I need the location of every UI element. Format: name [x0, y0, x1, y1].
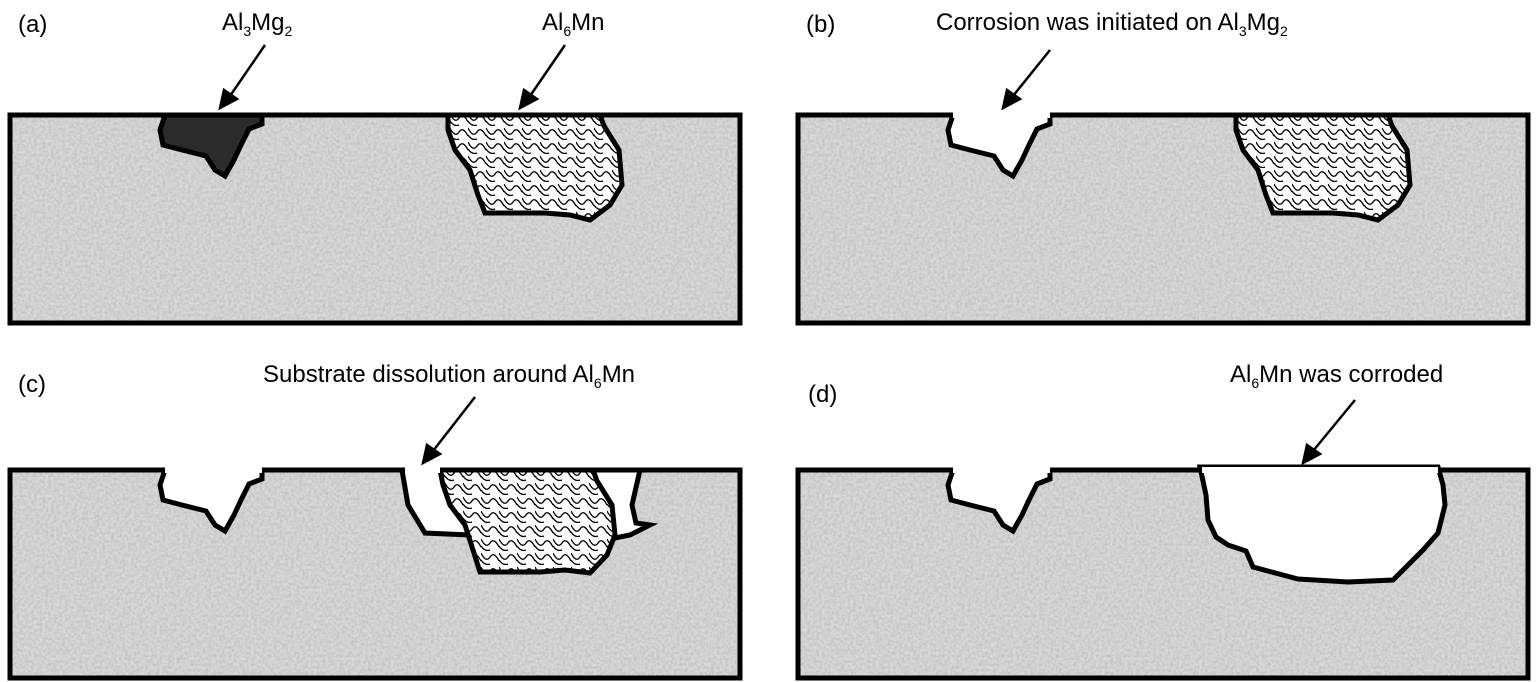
- al6mn-label: Al6Mn: [542, 9, 604, 39]
- al6mn-precipitate: [436, 467, 618, 576]
- corroded-cavity: [1196, 464, 1448, 585]
- panel-b: (b) Corrosion was initiated on Al3Mg2: [795, 9, 1531, 326]
- panel-label: (c): [18, 371, 46, 398]
- caption: Al6Mn was corroded: [1230, 361, 1443, 391]
- panel-label: (b): [806, 11, 835, 38]
- caption: Corrosion was initiated on Al3Mg2: [936, 9, 1288, 39]
- panel-a: (a) Al3Mg2 Al6Mn: [7, 9, 743, 326]
- al3mg2-label: Al3Mg2: [222, 9, 292, 39]
- panel-c: (c) Substrate dissolution around Al6Mn: [7, 361, 743, 681]
- panel-label: (a): [18, 11, 47, 38]
- panel-label: (d): [808, 381, 837, 408]
- panel-d: (d) Al6Mn was corroded: [795, 361, 1531, 681]
- arrow: [218, 44, 567, 111]
- caption: Substrate dissolution around Al6Mn: [263, 361, 635, 391]
